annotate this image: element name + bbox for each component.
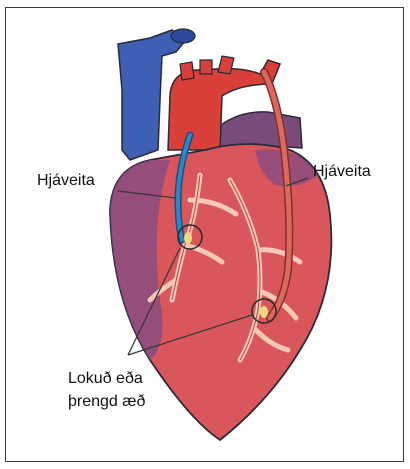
blocked-vessel-label-line1: Lokuð eða <box>68 369 143 388</box>
bypass-label-right: Hjáveita <box>313 162 371 181</box>
aorta-branch-2 <box>200 60 212 74</box>
blocked-vessel-label-line2: þrengd æð <box>68 392 145 411</box>
blockage-plaque-lower <box>260 306 268 318</box>
blockage-plaque-upper <box>184 232 192 244</box>
vena-cava-opening <box>171 29 195 43</box>
aorta-branch-1 <box>180 62 194 80</box>
bypass-label-left: Hjáveita <box>37 171 95 190</box>
